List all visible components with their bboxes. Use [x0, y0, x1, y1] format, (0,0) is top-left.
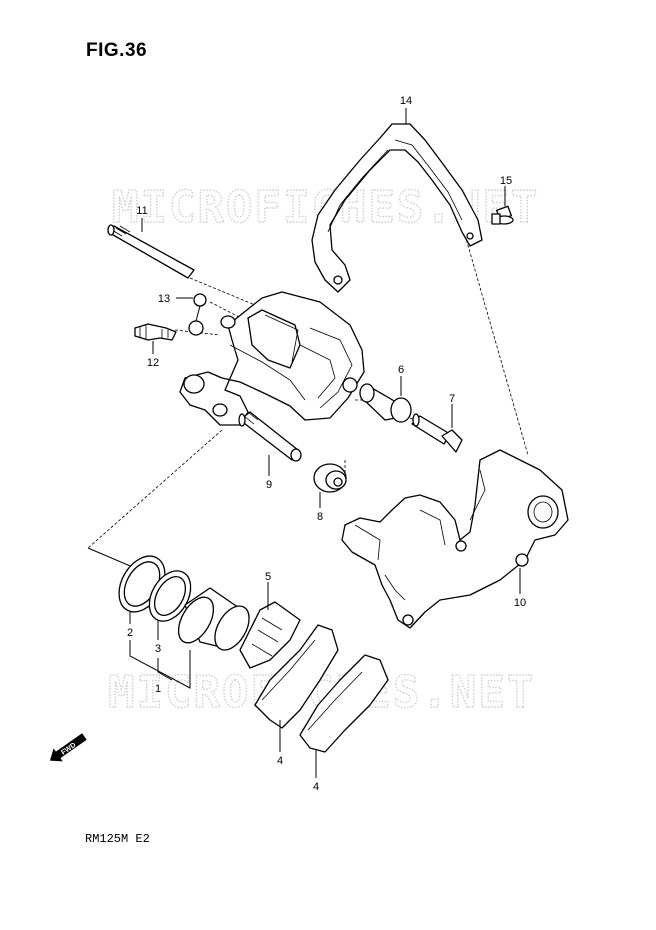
part-1-piston — [177, 587, 250, 651]
part-3-seal — [148, 570, 192, 622]
model-code: RM125M E2 — [85, 832, 150, 846]
part-11-pin — [107, 224, 195, 279]
label-part-6: 6 — [398, 364, 404, 376]
part-10-bracket — [341, 449, 569, 629]
label-part-3: 3 — [155, 643, 161, 655]
label-part-4-a: 4 — [277, 755, 283, 767]
part-7-pin-bolt — [411, 413, 463, 453]
part-15-bolt — [491, 205, 514, 225]
part-4-pad-a — [254, 624, 339, 729]
label-part-2: 2 — [127, 627, 133, 639]
caliper-body — [179, 291, 365, 426]
part-6-sleeve — [359, 383, 412, 423]
label-part-10: 10 — [514, 597, 526, 609]
part-14-bracket — [311, 123, 483, 293]
figure-title: FIG.36 — [86, 40, 148, 61]
forward-arrow-label: FWD — [60, 742, 77, 757]
label-part-1: 1 — [155, 683, 161, 695]
label-part-5: 5 — [265, 571, 271, 583]
label-part-12: 12 — [147, 357, 159, 369]
label-part-15: 15 — [500, 175, 512, 187]
label-part-14: 14 — [400, 95, 412, 107]
label-part-11: 11 — [136, 205, 147, 217]
part-13-cap — [176, 293, 207, 336]
label-part-7: 7 — [449, 393, 455, 405]
part-9-pin — [238, 411, 302, 462]
label-leaders — [129, 108, 521, 778]
part-12-bleeder — [134, 323, 177, 341]
label-part-8: 8 — [317, 511, 323, 523]
label-part-13: 13 — [158, 293, 170, 305]
part-8-boot — [313, 463, 347, 493]
part-4-pad-b — [299, 654, 389, 753]
label-part-9: 9 — [266, 479, 272, 491]
forward-arrow-icon: FWD — [49, 733, 87, 762]
label-part-4-b: 4 — [313, 781, 319, 793]
part-5-spring — [239, 601, 301, 669]
